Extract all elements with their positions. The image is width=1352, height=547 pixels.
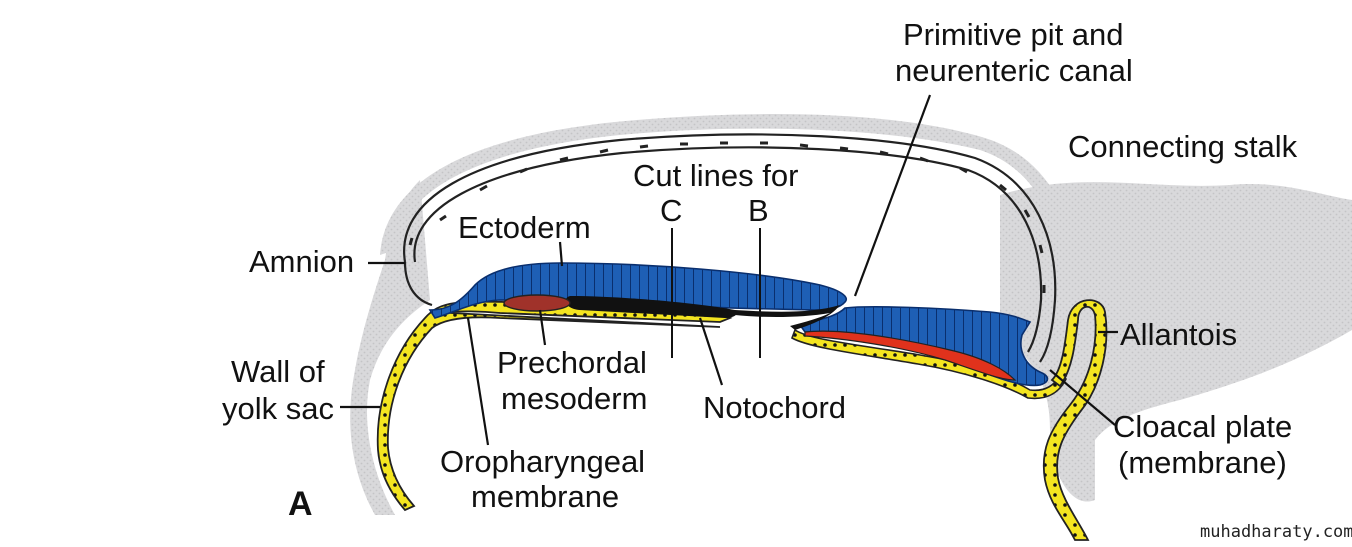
- label-allantois: Allantois: [1120, 317, 1237, 352]
- label-cut-lines: Cut lines for: [633, 158, 798, 193]
- leader-ectoderm: [558, 241, 564, 267]
- label-cloacal-line1: Cloacal plate: [1113, 409, 1292, 444]
- label-ectoderm: Ectoderm: [458, 210, 591, 245]
- leader-oropharyngeal: [466, 317, 490, 446]
- amnion-membrane-outer: [403, 133, 1057, 363]
- notochord-structure: [565, 296, 737, 318]
- label-cut-b: B: [748, 193, 769, 228]
- yolk-sac-wall-caudal: [791, 328, 1068, 400]
- leader-notochord: [698, 317, 724, 386]
- label-prechordal-line2: mesoderm: [501, 381, 647, 416]
- label-oropharyngeal-line2: membrane: [471, 479, 619, 514]
- label-amnion: Amnion: [249, 244, 354, 279]
- watermark-text: muhadharaty.com: [1200, 522, 1352, 542]
- label-oropharyngeal-line1: Oropharyngeal: [440, 444, 645, 479]
- label-primitive-pit-line2: neurenteric canal: [895, 53, 1133, 88]
- label-notochord: Notochord: [703, 390, 846, 425]
- leader-prechordal: [538, 309, 547, 346]
- leader-cloacal: [1049, 369, 1116, 426]
- label-cloacal-line2: (membrane): [1118, 445, 1287, 480]
- prechordal-mesoderm-plate: [503, 294, 571, 312]
- label-wall-yolk-line1: Wall of: [231, 354, 325, 389]
- primitive-pit-canal: [735, 305, 840, 330]
- label-wall-yolk-line2: yolk sac: [222, 391, 334, 426]
- amnion-lower-left: [403, 261, 433, 307]
- amnion-membrane-inner: [413, 146, 1043, 353]
- leader-primitive-pit: [853, 94, 932, 297]
- connecting-stalk-region: [1000, 182, 1352, 502]
- amnion-cells: [408, 141, 1046, 293]
- allantois-tube: [1042, 299, 1108, 541]
- extraembryonic-mesoderm-left: [350, 180, 430, 515]
- figure-letter: A: [288, 485, 313, 523]
- label-cut-c: C: [660, 193, 682, 228]
- caudal-mesoderm: [804, 330, 1017, 381]
- label-primitive-pit-line1: Primitive pit and: [903, 17, 1124, 52]
- label-connecting-stalk: Connecting stalk: [1068, 129, 1298, 164]
- label-prechordal-line1: Prechordal: [497, 345, 647, 380]
